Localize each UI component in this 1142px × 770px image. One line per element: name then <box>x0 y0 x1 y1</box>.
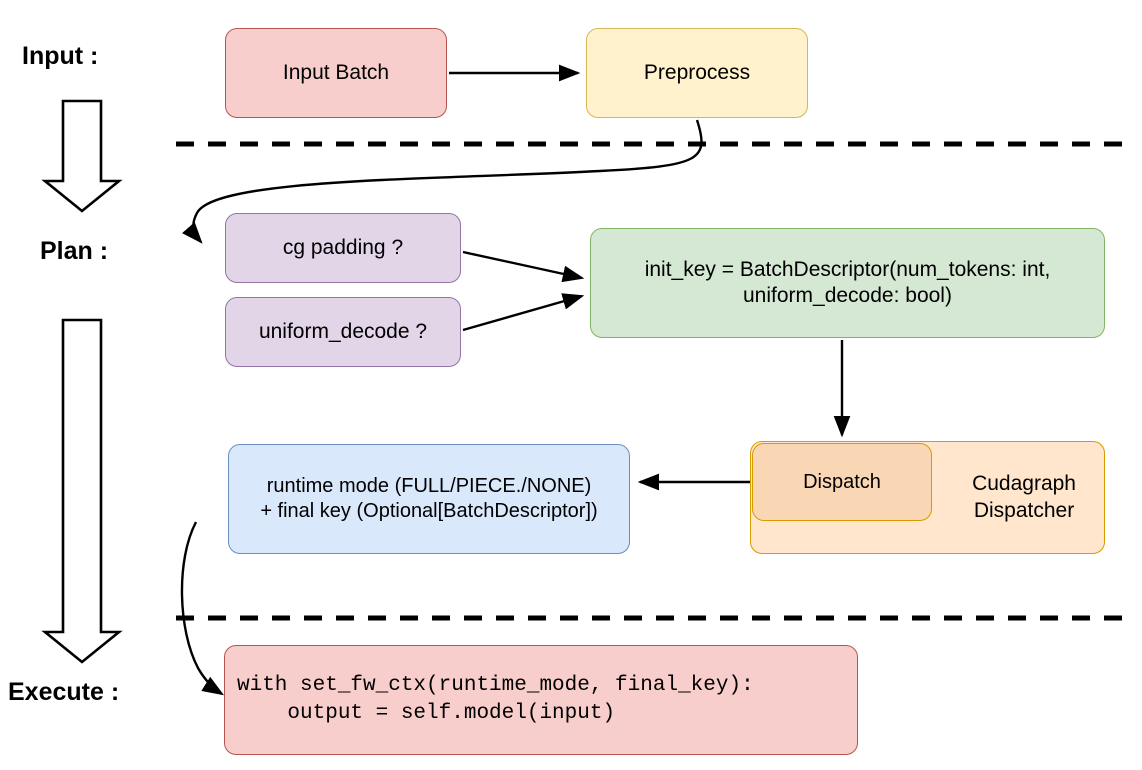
node-preprocess[interactable]: Preprocess <box>586 28 808 118</box>
node-execute-code[interactable]: with set_fw_ctx(runtime_mode, final_key)… <box>224 645 858 755</box>
connector-uniform-decode-to-init-key <box>462 293 585 332</box>
stage-label-execute: Execute : <box>8 678 120 706</box>
stage-arrow-plan-to-execute <box>41 318 123 664</box>
connector-cg-padding-to-init-key <box>462 250 585 283</box>
stage-label-input: Input : <box>22 42 99 70</box>
node-init-key[interactable]: init_key = BatchDescriptor(num_tokens: i… <box>590 228 1105 338</box>
stage-label-plan: Plan : <box>40 237 109 265</box>
connector-runtime-mode-to-execute-code <box>180 521 225 696</box>
node-uniform-decode[interactable]: uniform_decode ? <box>225 297 461 367</box>
node-cg-padding[interactable]: cg padding ? <box>225 213 461 283</box>
node-input-batch[interactable]: Input Batch <box>225 28 447 118</box>
stage-arrow-input-to-plan <box>41 99 123 213</box>
node-runtime-mode[interactable]: runtime mode (FULL/PIECE./NONE) + final … <box>228 444 630 554</box>
node-dispatch[interactable]: Dispatch <box>752 443 932 521</box>
